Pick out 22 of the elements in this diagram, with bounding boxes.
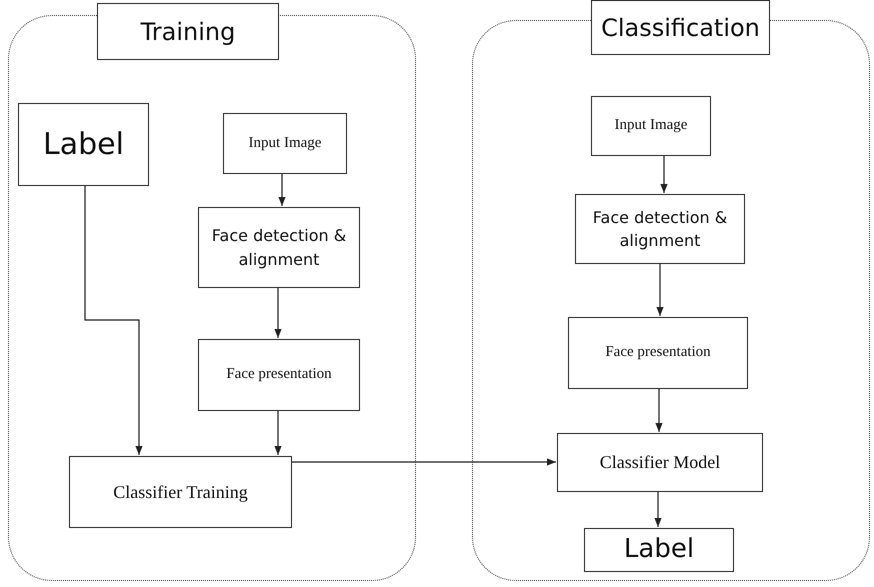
process-box: Face detection & alignment [575, 194, 745, 264]
arrow [660, 155, 668, 193]
process-box: Face presentation [568, 317, 748, 389]
arrow [291, 458, 556, 466]
arrow [274, 287, 282, 338]
arrow [84, 185, 143, 455]
process-box: Input Image [591, 96, 711, 156]
process-box: Face detection & alignment [198, 207, 360, 288]
arrow [655, 388, 663, 432]
process-box: Input Image [223, 113, 347, 174]
arrow [274, 410, 282, 455]
arrow [278, 173, 286, 206]
group-title: Training [97, 3, 279, 60]
process-box: Classifier Training [69, 456, 292, 528]
arrow [656, 263, 664, 316]
arrow [654, 491, 662, 527]
group-frame [8, 15, 416, 581]
process-box: Label [584, 528, 734, 572]
process-box: Face presentation [198, 339, 360, 411]
process-box: Classifier Model [557, 433, 763, 492]
process-box: Label [18, 103, 149, 186]
group-title: Classification [591, 0, 770, 55]
